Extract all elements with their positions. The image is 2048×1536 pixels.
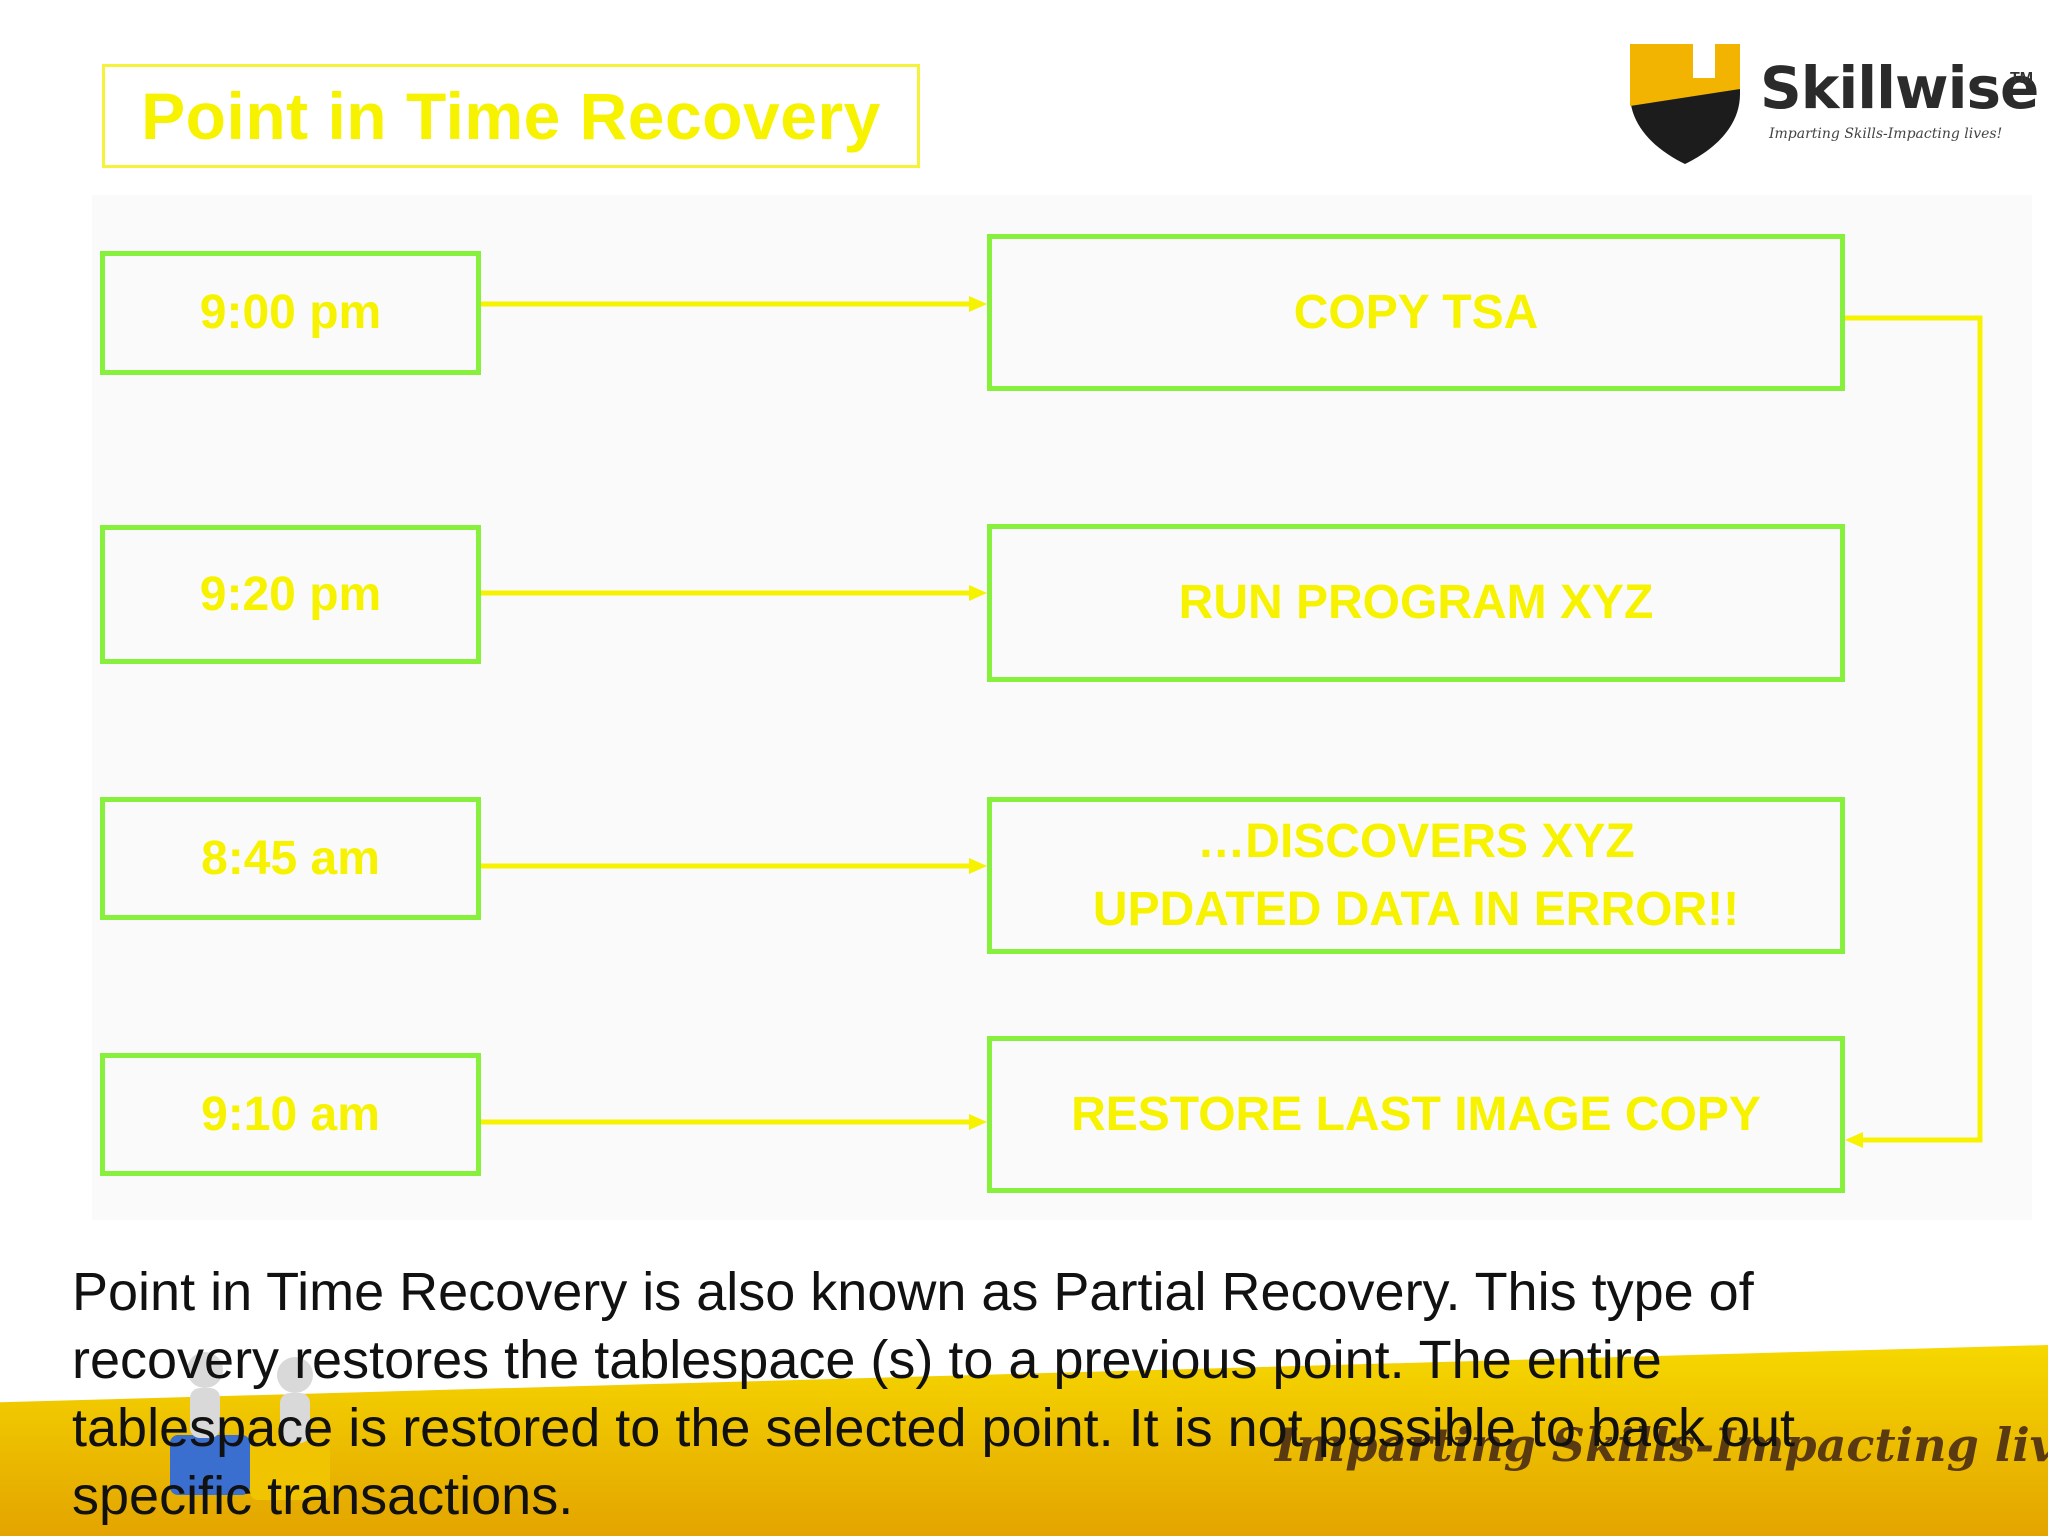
event-label: …DISCOVERS XYZ UPDATED DATA IN ERROR!!: [1092, 814, 1740, 936]
event-label: COPY TSA: [1293, 285, 1539, 339]
arrowhead-1: [969, 296, 987, 312]
return-arrowhead: [1845, 1132, 1863, 1148]
event-label: RESTORE LAST IMAGE COPY: [1071, 1087, 1761, 1141]
time-label: 9:10 am: [201, 1087, 380, 1141]
time-box-2: 9:20 pm: [100, 525, 481, 664]
time-box-4: 9:10 am: [100, 1053, 481, 1176]
slide-title: Point in Time Recovery: [141, 79, 881, 153]
time-label: 8:45 am: [201, 831, 380, 885]
logo-wordmark: Skillwise: [1760, 54, 2039, 122]
event-box-4: RESTORE LAST IMAGE COPY: [987, 1036, 1845, 1193]
arrowhead-4: [969, 1114, 987, 1130]
return-arrow-line: [1845, 315, 1983, 1143]
slide-title-box: Point in Time Recovery: [102, 64, 920, 168]
arrowhead-3: [969, 858, 987, 874]
event-box-1: COPY TSA: [987, 234, 1845, 391]
time-box-3: 8:45 am: [100, 797, 481, 920]
skillwise-logo: Skillwise TM Imparting Skills-Impacting …: [1625, 34, 2039, 174]
footer-tagline: Imparting Skills-Impacting lives!: [1275, 1418, 2048, 1472]
shield-logo-icon: [1630, 34, 1740, 164]
arrowhead-2: [969, 585, 987, 601]
description-text: Point in Time Recovery is also known as …: [72, 1262, 1796, 1526]
logo-trademark: TM: [2010, 70, 2034, 87]
event-box-3: …DISCOVERS XYZ UPDATED DATA IN ERROR!!: [987, 797, 1845, 954]
time-label: 9:20 pm: [199, 567, 382, 621]
time-label: 9:00 pm: [199, 286, 382, 339]
logo-tagline: Imparting Skills-Impacting lives!: [1769, 126, 2003, 142]
diagram-background: [92, 195, 2032, 1220]
time-box-1: 9:00 pm: [100, 251, 481, 375]
event-box-2: RUN PROGRAM XYZ: [987, 524, 1845, 682]
event-label: RUN PROGRAM XYZ: [1178, 576, 1654, 629]
puzzle-figures-icon: [170, 1352, 330, 1500]
